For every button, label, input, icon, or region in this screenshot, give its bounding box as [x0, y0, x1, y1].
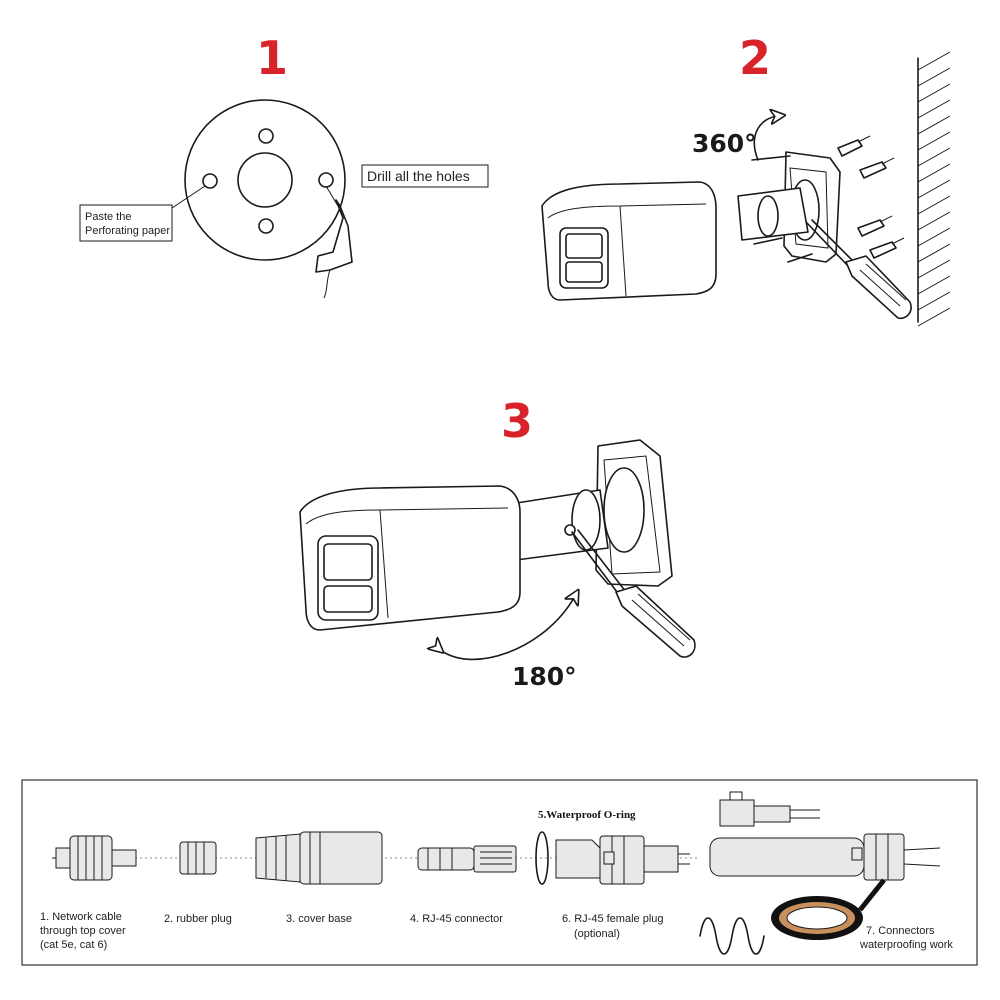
screwdriver-icon [571, 529, 696, 658]
connector-panel: 5.Waterproof O-ring [21, 779, 978, 966]
step-3: 3 180° [299, 394, 696, 691]
center-hole [237, 152, 293, 208]
rotation-arrow-icon [438, 596, 575, 661]
drill-label: Drill all the holes [367, 168, 470, 184]
label-network-cable-3: (cat 5e, cat 6) [40, 939, 107, 951]
rj45-connector-icon [417, 845, 517, 873]
label-network-cable-1: 1. Network cable [40, 911, 122, 923]
oring-icon [535, 831, 549, 885]
step-2-number: 2 [739, 31, 771, 85]
screw-hole [258, 218, 274, 234]
step-3-number: 3 [501, 394, 533, 448]
step-1: 1 Drill all the holes Paste the Perforat… [79, 31, 489, 299]
network-cable-cover-icon [52, 835, 137, 881]
paste-label-line-1: Paste the [85, 211, 131, 223]
paste-label-line-2: Perforating paper [85, 225, 170, 237]
label-waterproofing-1: 7. Connectors [866, 925, 935, 937]
step-2: 2 360° [541, 31, 951, 327]
rj45-female-plug-icon [555, 835, 690, 885]
wall-anchor-icon [837, 135, 905, 259]
screw-hole [258, 128, 274, 144]
screwdriver-icon [805, 219, 912, 320]
wall [917, 51, 951, 327]
screw-hole [318, 172, 334, 188]
rotation-180-label: 180° [512, 662, 577, 691]
paste-label-box: Paste the Perforating paper [79, 185, 206, 242]
drill-label-box: Drill all the holes [361, 164, 489, 188]
wall-mount-base [595, 439, 673, 587]
perforating-paper-template [184, 99, 346, 261]
label-cover-base: 3. cover base [286, 913, 352, 925]
screw-hole [202, 173, 218, 189]
camera-side-view [541, 181, 809, 301]
rotation-360-label: 360° [692, 129, 757, 158]
wave-icon [699, 917, 765, 955]
label-waterproofing-2: waterproofing work [859, 939, 953, 951]
connectors-assembled-icon [709, 791, 941, 881]
label-rj45-female-1: 6. RJ-45 female plug [562, 913, 664, 925]
rotation-arrow-icon [753, 116, 778, 161]
oring-heading: 5.Waterproof O-ring [538, 809, 636, 821]
label-rj45-connector: 4. RJ-45 connector [410, 913, 503, 925]
step-1-number: 1 [256, 31, 288, 85]
label-rubber-plug: 2. rubber plug [164, 913, 232, 925]
drill-icon [315, 185, 353, 299]
screws-icon [751, 155, 813, 263]
label-network-cable-2: through top cover [40, 925, 126, 937]
label-rj45-female-2: (optional) [574, 928, 620, 940]
rubber-plug-icon [179, 841, 217, 875]
insulation-tape-icon [771, 878, 886, 940]
cover-base-icon [255, 831, 383, 885]
camera-side-view [299, 485, 521, 631]
